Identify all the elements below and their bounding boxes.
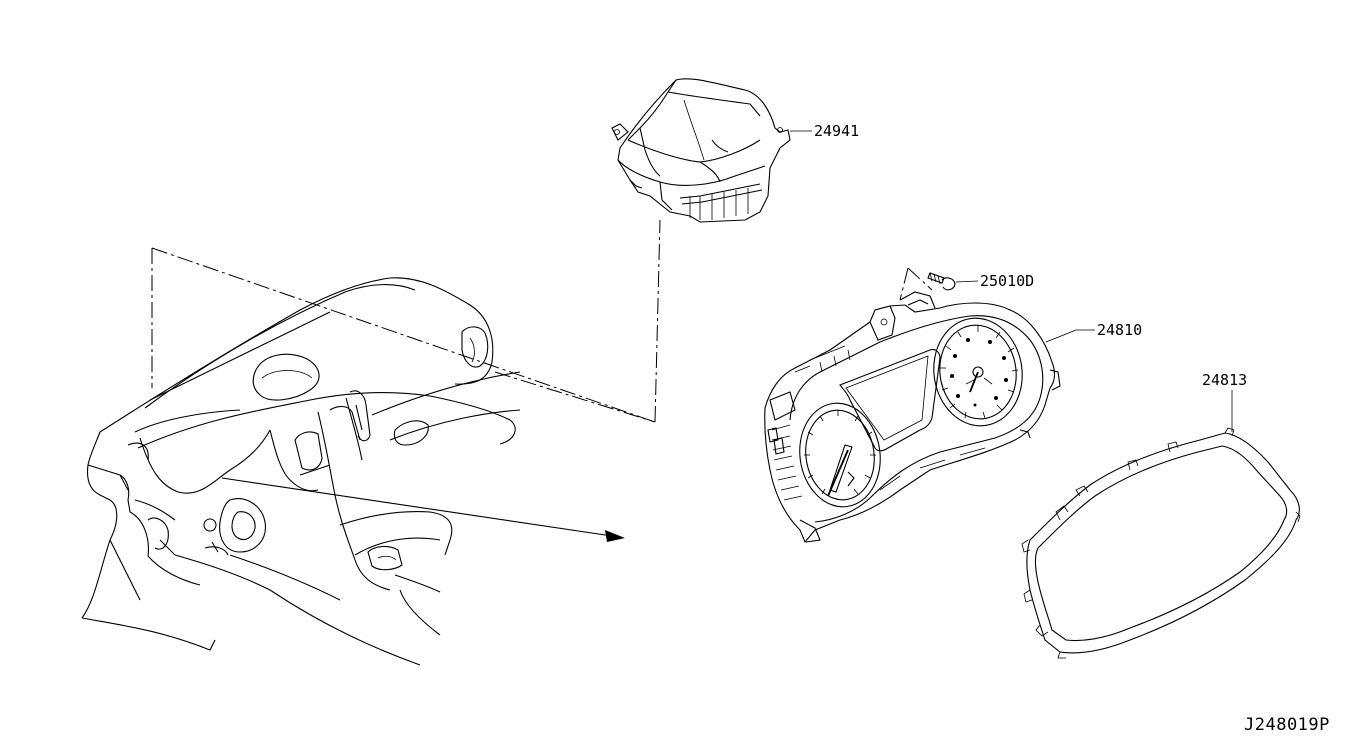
part-number-25010D: 25010D [980,272,1034,290]
diagram-reference-code: J248019P [1244,715,1330,735]
location-lines [151,219,933,423]
instrument-panel-drawing [81,277,521,666]
part-number-24941: 24941 [814,122,859,140]
meter-control-unit-drawing [611,78,812,223]
screw-drawing [927,272,979,291]
combination-meter-drawing [764,291,1095,544]
part-number-24813: 24813 [1202,371,1247,389]
part-number-24810: 24810 [1097,321,1142,339]
location-arrow [221,477,625,542]
meter-cover-drawing [1021,390,1301,659]
